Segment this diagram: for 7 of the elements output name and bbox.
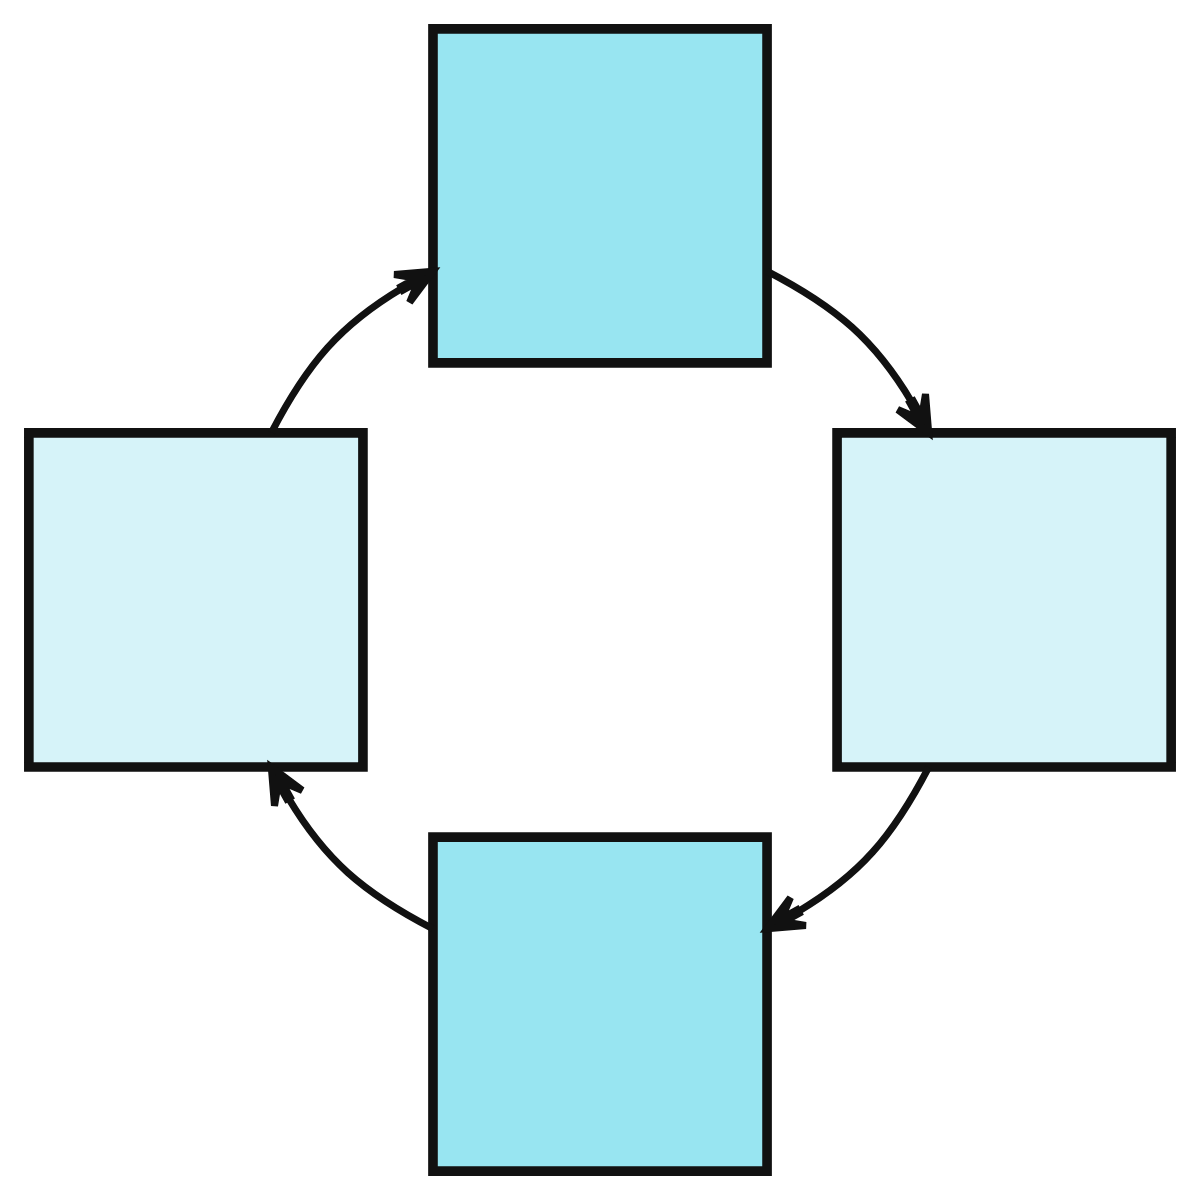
arrow bbox=[763, 765, 932, 933]
node-box bbox=[832, 428, 1176, 772]
arrow bbox=[765, 268, 933, 437]
node-box bbox=[428, 24, 772, 368]
node-box bbox=[24, 428, 368, 772]
node-box bbox=[428, 832, 772, 1176]
arrow bbox=[267, 763, 435, 932]
